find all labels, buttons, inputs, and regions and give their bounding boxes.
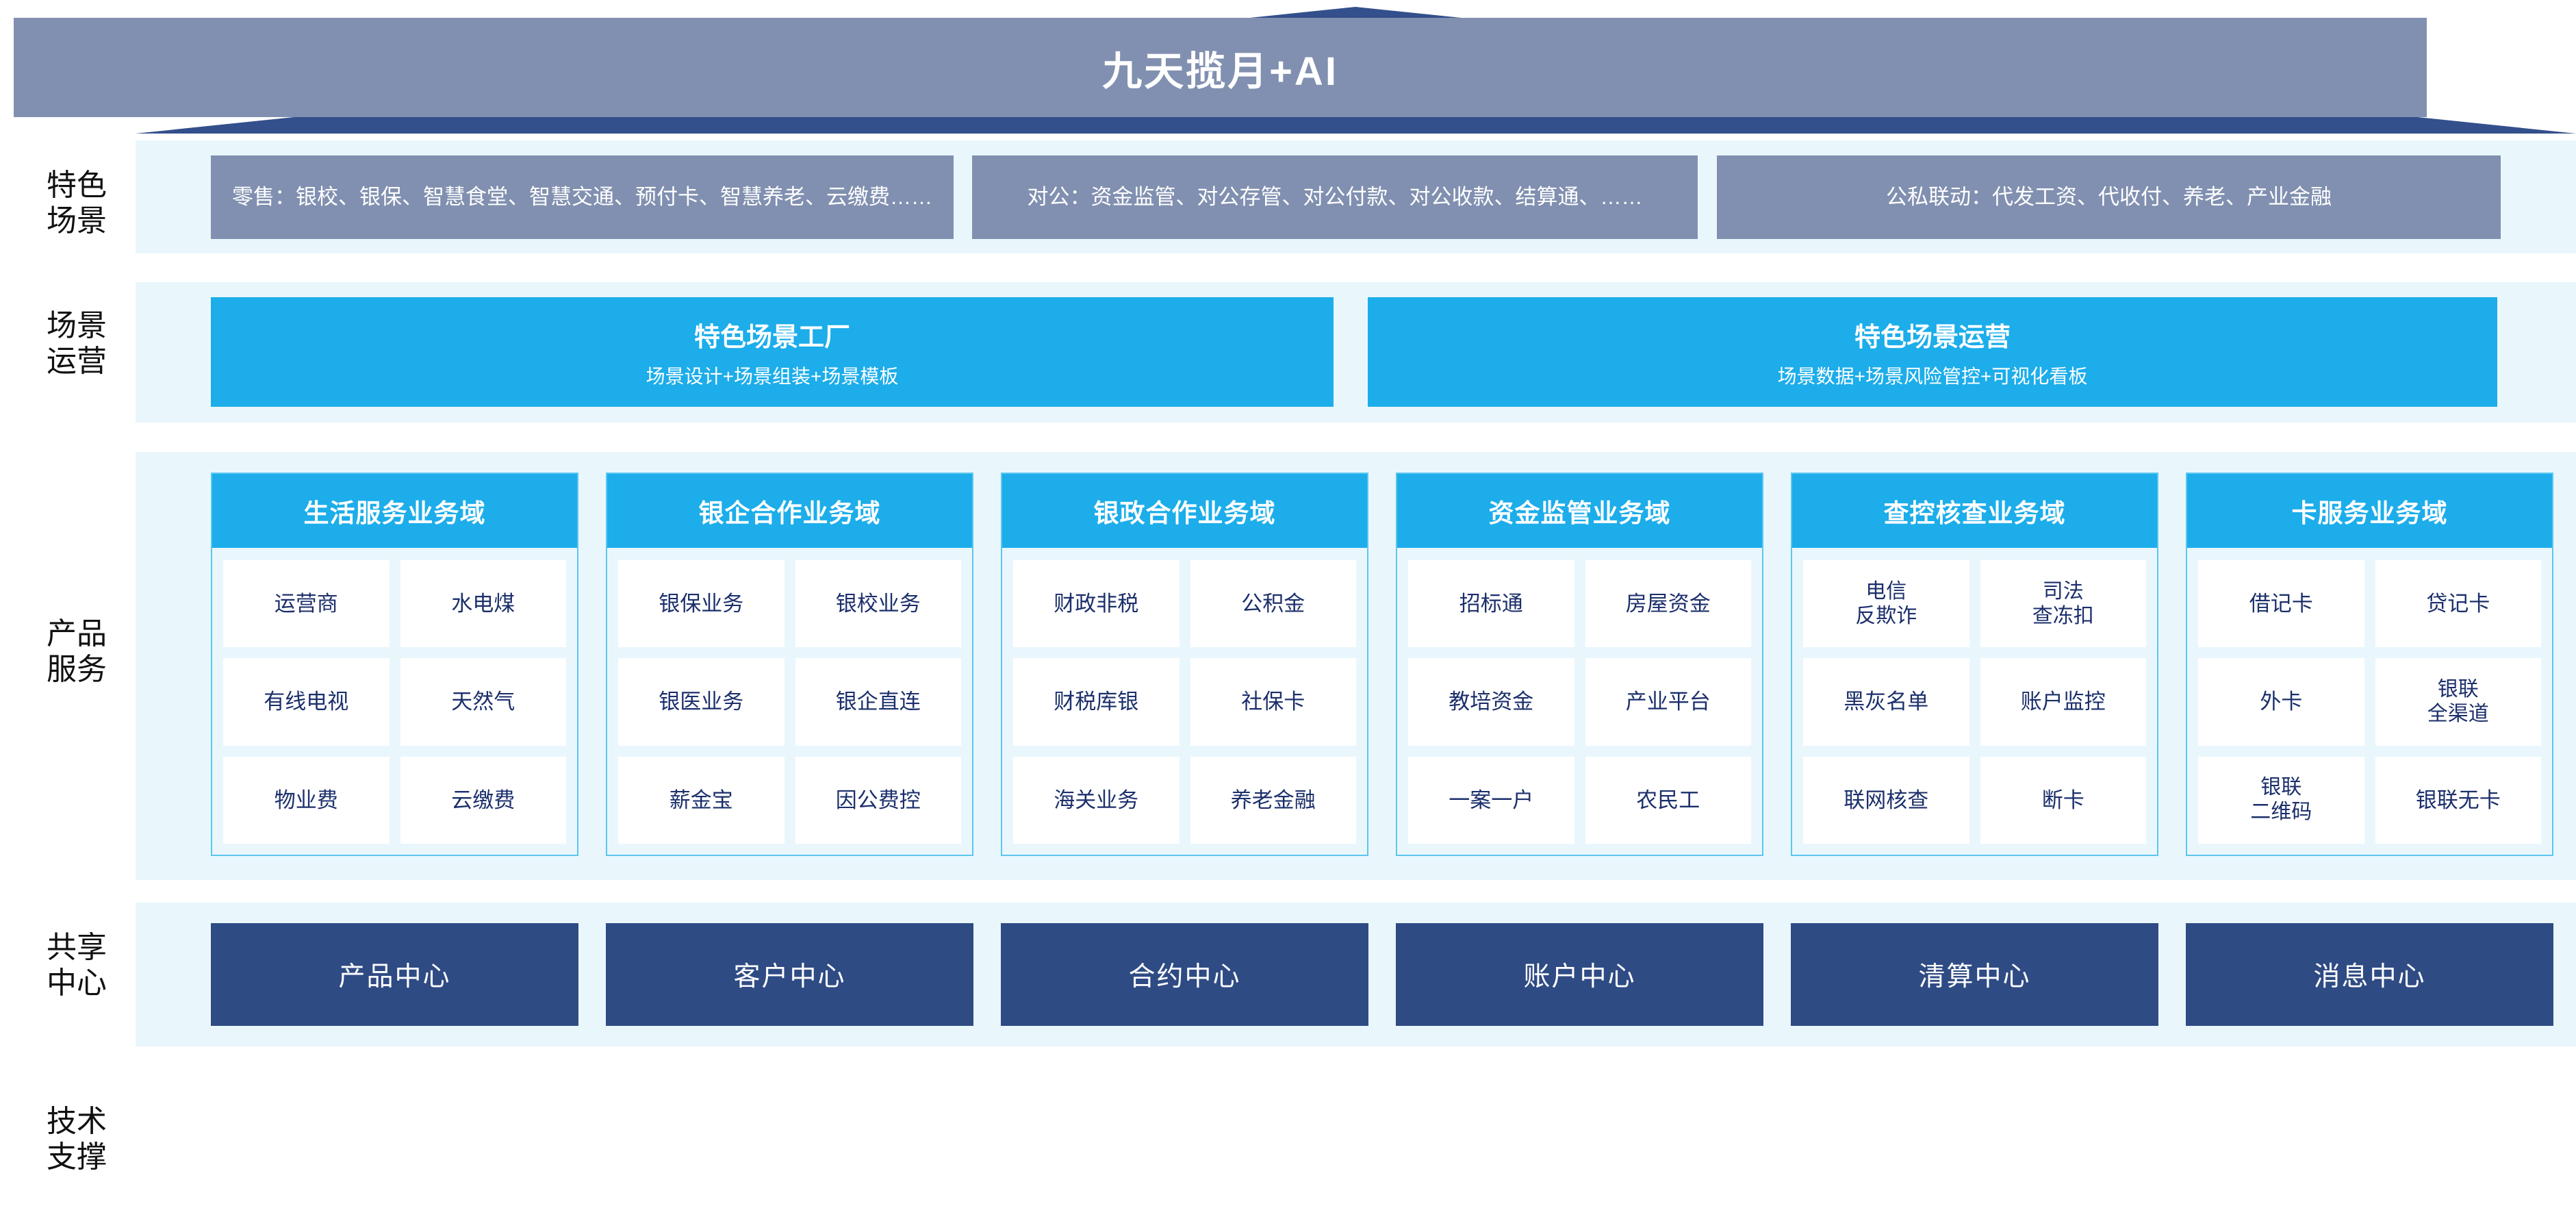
domain-item[interactable]: 财税库银	[1013, 658, 1179, 746]
shared-center-contract[interactable]: 合约中心	[1001, 923, 1368, 1026]
domain-item[interactable]: 银校业务	[795, 560, 961, 648]
domain-item[interactable]: 银企直连	[795, 658, 961, 746]
rail-label-product-service: 产品服务	[47, 617, 107, 686]
domain-item-grid: 银保业务银校业务银医业务银企直连薪金宝因公费控	[607, 548, 972, 855]
domain-title: 生活服务业务域	[212, 474, 577, 548]
domain-item[interactable]: 账户监控	[1980, 658, 2146, 746]
domain-item[interactable]: 薪金宝	[618, 756, 785, 844]
rail-label-scene-operation: 场景运营	[47, 309, 107, 378]
domain-item[interactable]: 银医业务	[618, 658, 785, 746]
domain-title: 查控核查业务域	[1792, 474, 2157, 548]
domain-item-grid: 电信反欺诈司法查冻扣黑灰名单账户监控联网核查断卡	[1792, 548, 2157, 855]
shared-center-panel: 产品中心 客户中心 合约中心 账户中心 清算中心 消息中心	[136, 903, 2576, 1046]
shared-center-message[interactable]: 消息中心	[2186, 923, 2553, 1026]
domain-item[interactable]: 水电煤	[400, 560, 566, 648]
domain-item[interactable]: 银保业务	[618, 560, 785, 648]
domain-item[interactable]: 云缴费	[400, 756, 566, 844]
scene-box-retail[interactable]: 零售：银校、银保、智慧食堂、智慧交通、预付卡、智慧养老、云缴费……	[211, 155, 954, 239]
domain-card-bank-enterprise[interactable]: 银企合作业务域银保业务银校业务银医业务银企直连薪金宝因公费控	[606, 473, 973, 856]
ops-subtitle: 场景设计+场景组装+场景模板	[646, 365, 899, 387]
domain-item[interactable]: 社保卡	[1190, 658, 1356, 746]
ops-title: 特色场景运营	[1854, 323, 2011, 352]
domain-item-grid: 借记卡贷记卡外卡银联全渠道银联二维码银联无卡	[2187, 548, 2552, 855]
domain-title: 银企合作业务域	[607, 474, 972, 548]
domain-item[interactable]: 外卡	[2198, 658, 2364, 746]
domain-item[interactable]: 电信反欺诈	[1803, 560, 1969, 648]
tech-support-bar[interactable]: 九天揽月+AI	[14, 18, 2427, 117]
shared-center-clearing[interactable]: 清算中心	[1791, 923, 2158, 1026]
domain-item-grid: 财政非税公积金财税库银社保卡海关业务养老金融	[1002, 548, 1367, 855]
domain-item[interactable]: 借记卡	[2198, 560, 2364, 648]
domain-item[interactable]: 教培资金	[1408, 658, 1574, 746]
rail-label-special-scene: 特色场景	[47, 168, 107, 238]
ops-title: 特色场景工厂	[693, 323, 850, 352]
domain-card-fund-supervision[interactable]: 资金监管业务域招标通房屋资金教培资金产业平台一案一户农民工	[1396, 473, 1763, 856]
scene-box-corporate[interactable]: 对公：资金监管、对公存管、对公付款、对公收款、结算通、……	[972, 155, 1698, 239]
shared-center-product[interactable]: 产品中心	[211, 923, 578, 1026]
domain-item[interactable]: 海关业务	[1013, 756, 1179, 844]
scene-operation-panel: 特色场景工厂 场景设计+场景组装+场景模板 特色场景运营 场景数据+场景风险管控…	[136, 282, 2576, 423]
tech-support-panel: 九天揽月+AI	[0, 0, 2440, 144]
domain-item[interactable]: 有线电视	[223, 658, 390, 746]
shared-center-customer[interactable]: 客户中心	[606, 923, 973, 1026]
domain-item-grid: 招标通房屋资金教培资金产业平台一案一户农民工	[1397, 548, 1762, 855]
ops-box-scene-factory[interactable]: 特色场景工厂 场景设计+场景组装+场景模板	[211, 297, 1334, 407]
scene-box-linkage[interactable]: 公私联动：代发工资、代收付、养老、产业金融	[1717, 155, 2501, 239]
domain-title: 卡服务业务域	[2187, 474, 2552, 548]
domain-item[interactable]: 联网核查	[1803, 756, 1969, 844]
domain-card-bank-government[interactable]: 银政合作业务域财政非税公积金财税库银社保卡海关业务养老金融	[1001, 473, 1368, 856]
domain-item[interactable]: 运营商	[223, 560, 390, 648]
domain-title: 资金监管业务域	[1397, 474, 1762, 548]
product-service-panel: 生活服务业务域运营商水电煤有线电视天然气物业费云缴费 银企合作业务域银保业务银校…	[136, 452, 2576, 880]
domain-card-life-service[interactable]: 生活服务业务域运营商水电煤有线电视天然气物业费云缴费	[211, 473, 578, 856]
domain-item[interactable]: 因公费控	[795, 756, 961, 844]
ops-box-scene-operation[interactable]: 特色场景运营 场景数据+场景风险管控+可视化看板	[1368, 297, 2497, 407]
rail-label-shared-center: 共享中心	[47, 931, 107, 1000]
domain-item[interactable]: 招标通	[1408, 560, 1574, 648]
domain-item[interactable]: 银联无卡	[2375, 756, 2541, 844]
domain-card-card-service[interactable]: 卡服务业务域借记卡贷记卡外卡银联全渠道银联二维码银联无卡	[2186, 473, 2553, 856]
domain-item[interactable]: 公积金	[1190, 560, 1356, 648]
domain-item[interactable]: 产业平台	[1585, 658, 1751, 746]
domain-item-grid: 运营商水电煤有线电视天然气物业费云缴费	[212, 548, 577, 855]
domain-item[interactable]: 物业费	[223, 756, 390, 844]
domain-item[interactable]: 银联全渠道	[2375, 658, 2541, 746]
domain-item[interactable]: 农民工	[1585, 756, 1751, 844]
domain-item[interactable]: 贷记卡	[2375, 560, 2541, 648]
domain-item[interactable]: 银联二维码	[2198, 756, 2364, 844]
domain-item[interactable]: 一案一户	[1408, 756, 1574, 844]
domain-card-investigation[interactable]: 查控核查业务域电信反欺诈司法查冻扣黑灰名单账户监控联网核查断卡	[1791, 473, 2158, 856]
domain-item[interactable]: 财政非税	[1013, 560, 1179, 648]
shared-center-account[interactable]: 账户中心	[1396, 923, 1763, 1026]
domain-item[interactable]: 天然气	[400, 658, 566, 746]
domain-item[interactable]: 养老金融	[1190, 756, 1356, 844]
domain-item[interactable]: 断卡	[1980, 756, 2146, 844]
scene-panel: 零售：银校、银保、智慧食堂、智慧交通、预付卡、智慧养老、云缴费…… 对公：资金监…	[136, 140, 2576, 253]
domain-title: 银政合作业务域	[1002, 474, 1367, 548]
rail-label-tech-support: 技术支撑	[47, 1105, 107, 1174]
domain-item[interactable]: 房屋资金	[1585, 560, 1751, 648]
ops-subtitle: 场景数据+场景风险管控+可视化看板	[1777, 365, 2088, 387]
domain-item[interactable]: 黑灰名单	[1803, 658, 1969, 746]
domain-item[interactable]: 司法查冻扣	[1980, 560, 2146, 648]
